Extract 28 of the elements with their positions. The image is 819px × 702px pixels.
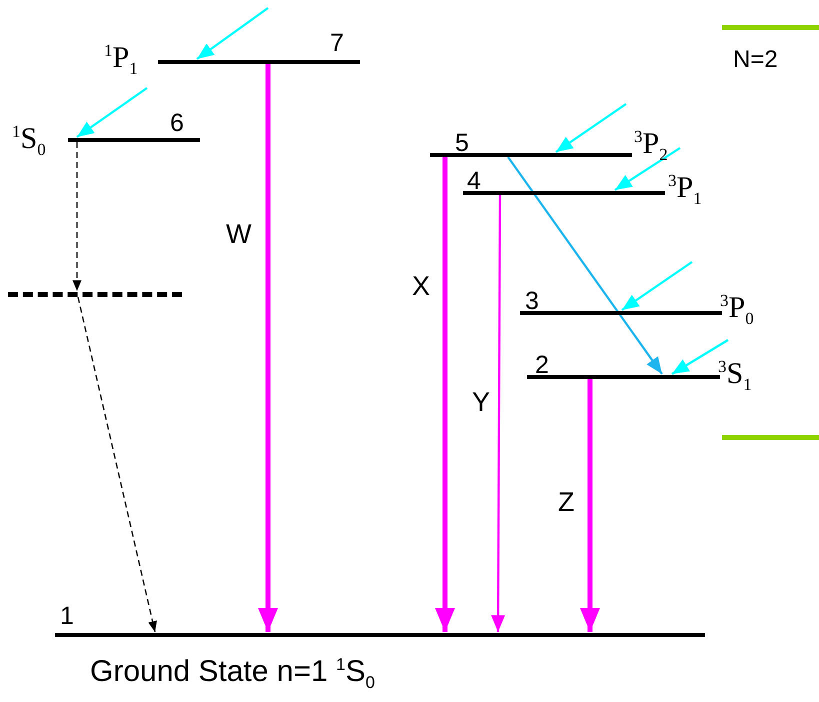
level-number: 3: [525, 288, 539, 314]
level-group-label: N=2: [733, 46, 778, 74]
transition-arrow: [258, 64, 278, 632]
term-symbol: $^{1}$S$_{0}$: [12, 121, 46, 161]
transition-arrow: [555, 103, 627, 153]
transition-arrow: [76, 87, 148, 138]
transition-arrow: [491, 195, 506, 632]
level-number: 7: [330, 30, 344, 56]
transition-arrow: [196, 7, 269, 60]
level-number: 1: [60, 603, 74, 629]
term-symbol: $^{3}$P$_{0}$: [720, 290, 754, 330]
virtual-level: [8, 292, 182, 297]
transition-arrow: [621, 261, 693, 311]
transition-arrow: [507, 156, 663, 375]
term-symbol: Ground State n=1 $^{1}$S$_{0}$: [90, 654, 375, 694]
level-number: 6: [170, 110, 184, 136]
transition-arrow: [671, 339, 729, 375]
transition-arrow: [77, 296, 157, 632]
term-symbol: $^{3}$S$_{1}$: [718, 356, 752, 396]
level-number: 4: [467, 168, 481, 194]
transition-arrow: [580, 379, 600, 632]
term-symbol: $^{1}$P$_{1}$: [104, 40, 138, 80]
level-number: 5: [455, 130, 469, 156]
transition-arrow: [435, 157, 455, 632]
transition-arrow: [72, 142, 82, 291]
transition-arrow: [614, 147, 681, 191]
term-symbol: $^{3}$P$_{1}$: [668, 170, 702, 210]
level-number: 2: [535, 352, 549, 378]
